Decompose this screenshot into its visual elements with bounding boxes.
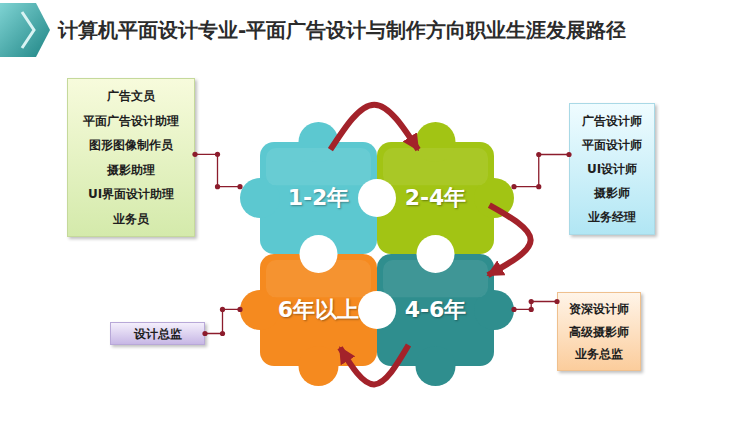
piece-label-area: 2-4年 [377,142,494,254]
puzzle-piece: 1-2年 [240,122,377,254]
puzzle-knob [299,346,339,386]
role-name: UI界面设计助理 [88,187,174,201]
stage-label: 2-4年 [405,183,467,213]
role-name: 高级摄影师 [569,325,629,339]
role-name: 广告设计师 [582,114,642,128]
stage-label: 1-2年 [288,183,350,213]
leader-dot [529,299,534,304]
leader-dot [529,307,534,312]
diagram-title: 计算机平面设计专业-平面广告设计与制作方向职业生涯发展路径 [58,17,626,44]
leader-dot [237,184,242,189]
connector-group [192,152,242,190]
leader-line [195,154,240,186]
leader-dot [220,331,225,336]
leader-dot [536,152,541,157]
leader-dot [536,184,541,189]
role-name: 业务总监 [575,347,623,361]
role-list-box: 资深设计师高级摄影师业务总监 [557,292,641,371]
puzzle-piece: 4-6年 [377,254,514,386]
puzzle-shine [383,260,488,297]
puzzle-piece: 2-4年 [377,122,514,254]
role-name: 平面设计师 [582,138,642,152]
title-banner [0,3,50,57]
stage-label: 4-6年 [405,295,467,325]
puzzle-piece: 6年以上 [240,254,377,386]
stage-label: 6年以上 [278,295,359,325]
title-chevron [22,12,34,48]
puzzle-shine [383,148,488,185]
leader-dot [215,152,220,157]
leader-line [514,154,569,186]
role-name: 摄影师 [594,186,630,200]
piece-label-area: 6年以上 [260,254,377,366]
puzzle-knob [416,346,456,386]
role-name: 业务经理 [588,210,636,224]
role-name: 平面广告设计助理 [83,114,179,128]
piece-label-area: 4-6年 [377,254,494,366]
role-name: 摄影助理 [107,163,155,177]
role-list-box: 广告设计师平面设计师 UI设计师摄影师业务经理 [569,103,655,235]
role-name: UI设计师 [587,162,637,176]
puzzle-shine [266,260,371,297]
puzzle-shine [266,148,371,185]
connector-group [511,152,571,189]
role-name: 图形图像制作员 [89,138,173,152]
role-name: 资深设计师 [569,302,629,316]
leader-dot [511,184,516,189]
leader-dot [215,184,220,189]
leader-line [205,309,240,333]
connector-group [202,307,242,336]
role-name: 设计总监 [134,327,182,341]
role-list-box: 设计总监 [110,322,205,345]
connector-group [511,299,559,312]
role-list-box: 广告文员平面广告设计助理图形图像制作员摄影助理 UI界面设计助理业务员 [67,78,195,237]
leader-line [514,301,557,309]
piece-label-area: 1-2年 [260,142,377,254]
role-name: 业务员 [113,212,149,226]
role-name: 广告文员 [107,89,155,103]
leader-dot [220,307,225,312]
title-separator [50,57,743,59]
